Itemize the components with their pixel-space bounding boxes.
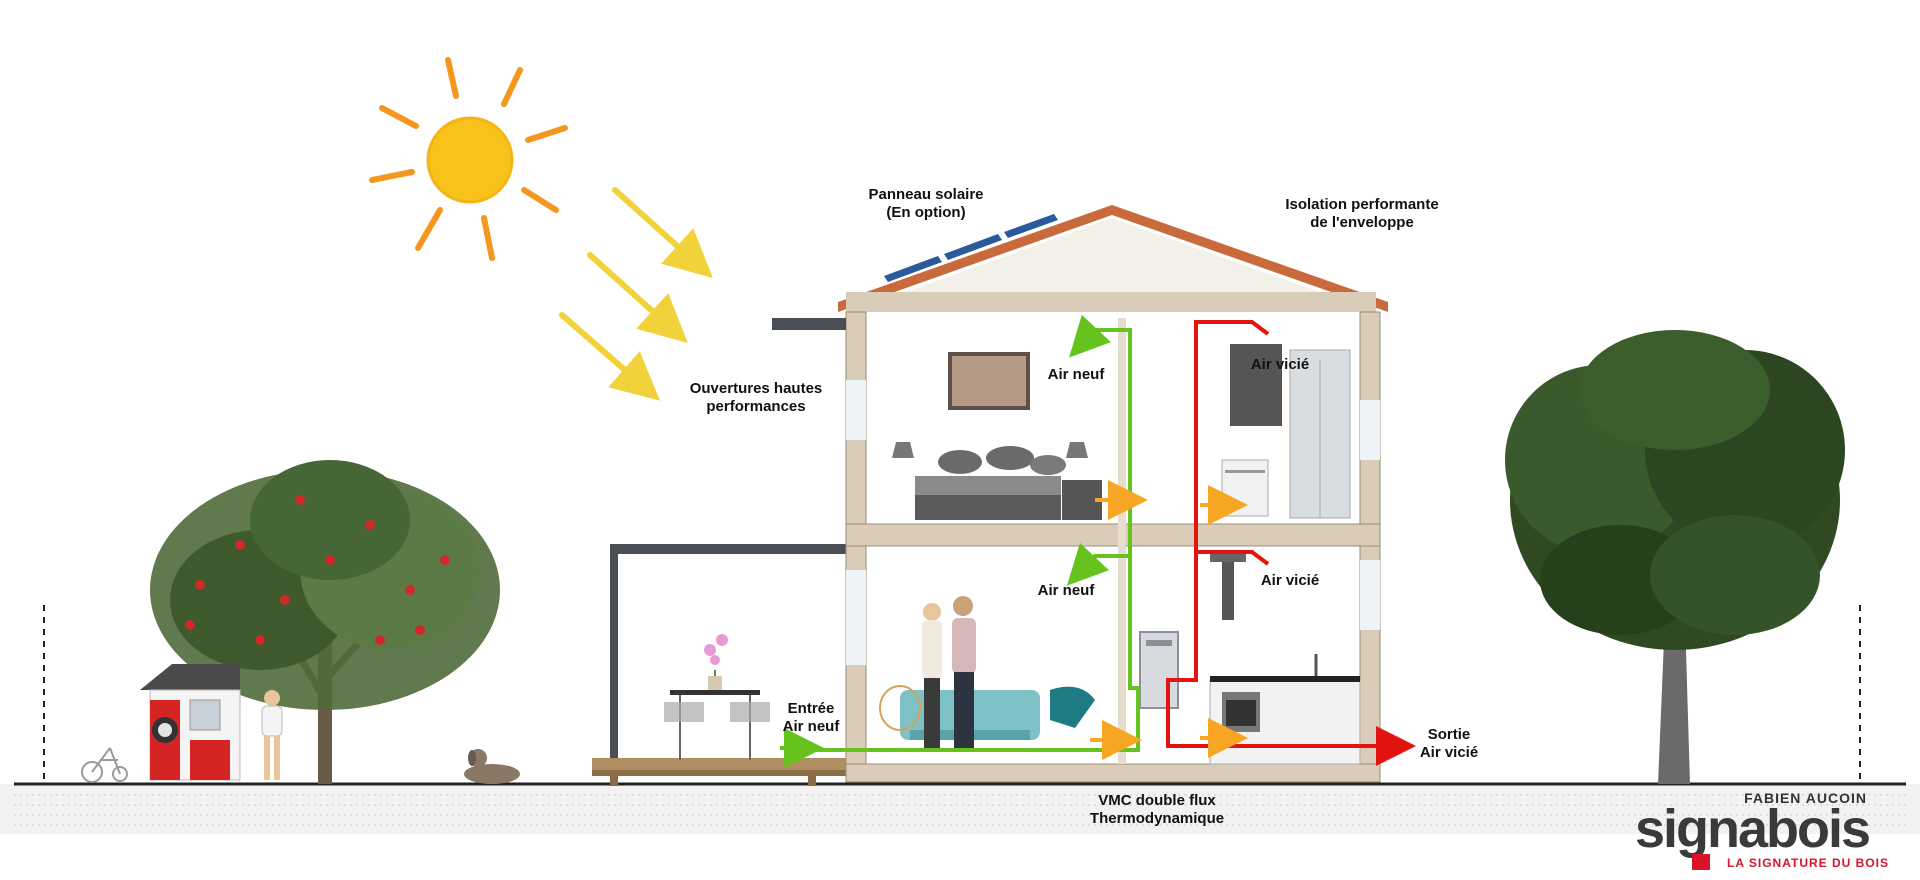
label-openings-line2: performances xyxy=(706,398,806,415)
logo-brand-part2: bois xyxy=(1766,799,1871,859)
logo-top-line: FABIEN AUCOIN xyxy=(1744,790,1867,806)
label-vmc: VMC double flux Thermodynamique xyxy=(1072,792,1242,828)
label-insulation-line2: de l'enveloppe xyxy=(1310,214,1414,231)
label-sortie-line2: Air vicié xyxy=(1419,744,1479,761)
label-sortie-line1: Sortie xyxy=(1427,726,1471,743)
vmc-unit xyxy=(1139,631,1179,709)
stale-air-ducts xyxy=(1166,320,1416,766)
label-solar-panel-line2: (En option) xyxy=(886,204,966,221)
tricycle xyxy=(81,747,128,783)
pergola-annex xyxy=(592,544,860,786)
property-boundary xyxy=(43,605,1861,784)
label-vmc-line2: Thermodynamique xyxy=(1089,810,1225,827)
apple-tree xyxy=(150,460,500,784)
label-solar-panel-line1: Panneau solaire xyxy=(868,186,984,203)
label-air-vicie-lower: Air vicié xyxy=(1260,572,1320,589)
bedroom xyxy=(892,352,1102,520)
label-entree-line2: Air neuf xyxy=(782,718,840,735)
label-openings-line1: Ouvertures hautes xyxy=(689,380,823,397)
logo-tagline: LA SIGNATURE DU BOIS xyxy=(1727,856,1890,870)
label-sortie: Sortie Air vicié xyxy=(1404,726,1494,762)
dog-figure xyxy=(464,749,520,784)
label-entree: Entrée Air neuf xyxy=(766,700,856,736)
child-figure xyxy=(261,690,283,780)
label-air-neuf-upper: Air neuf xyxy=(1047,366,1105,383)
label-air-vicie-upper: Air vicié xyxy=(1250,356,1310,373)
signabois-logo: FABIEN AUCOIN signabois LA SIGNATURE DU … xyxy=(1635,790,1915,880)
label-vmc-line1: VMC double flux xyxy=(1098,792,1216,809)
sun-beams xyxy=(559,187,713,401)
ground xyxy=(0,782,1920,834)
label-solar-panel: Panneau solaire (En option) xyxy=(846,186,1006,222)
label-insulation: Isolation performante de l'enveloppe xyxy=(1262,196,1462,232)
warm-air-arrows xyxy=(1090,480,1248,760)
roof xyxy=(838,205,1388,312)
label-insulation-line1: Isolation performante xyxy=(1285,196,1439,213)
label-openings: Ouvertures hautes performances xyxy=(676,380,836,416)
big-tree xyxy=(1505,330,1845,784)
living-room xyxy=(879,596,1095,748)
sun-icon xyxy=(369,57,568,261)
solar-panels xyxy=(884,214,1058,282)
playhouse xyxy=(140,664,241,781)
logo-house-icon xyxy=(1692,854,1710,870)
label-entree-line1: Entrée xyxy=(787,700,835,717)
logo-brand-part1: signa xyxy=(1635,799,1768,859)
label-air-neuf-lower: Air neuf xyxy=(1037,582,1095,599)
logo-brand: signabois xyxy=(1635,798,1871,860)
